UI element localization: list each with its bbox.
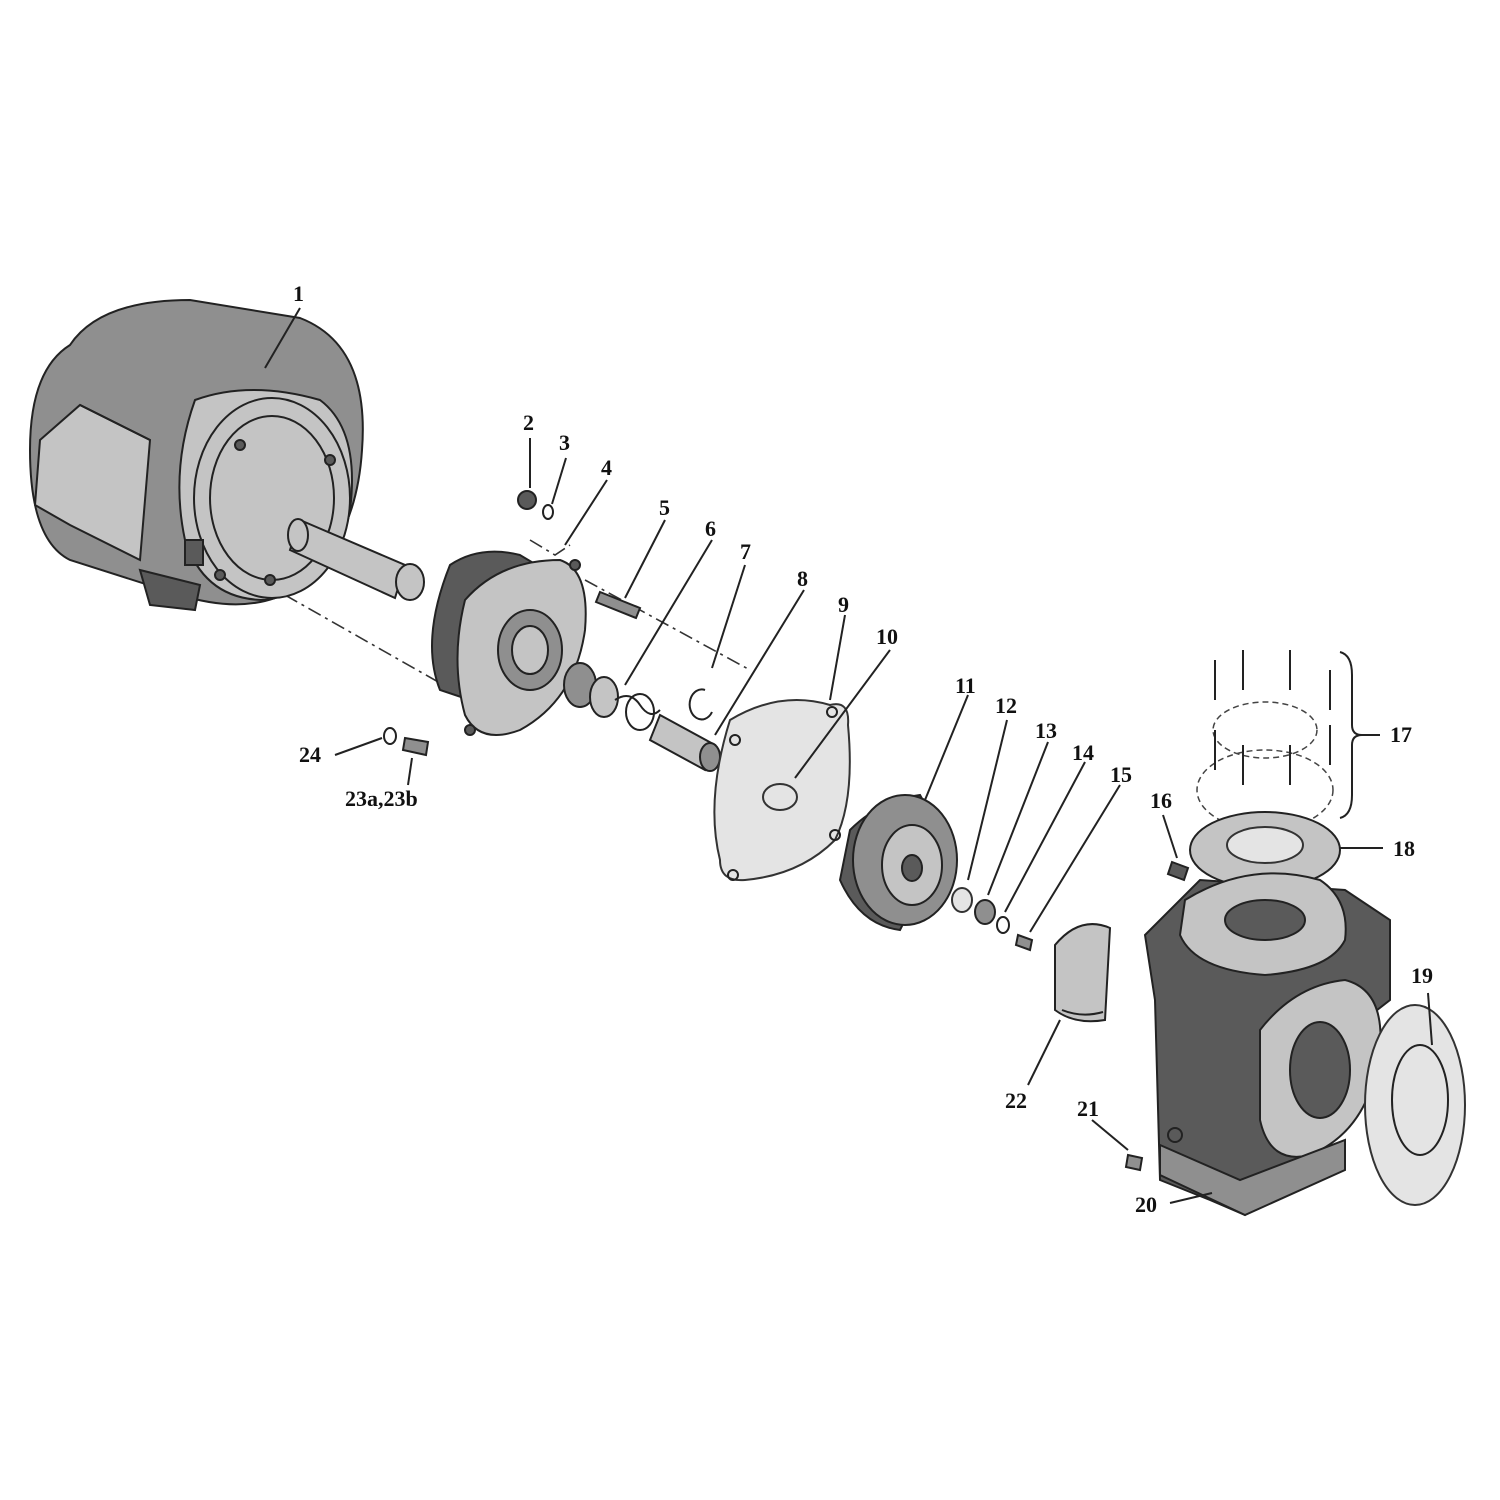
screw-part-23 [401,736,430,757]
assembly-centerline-lower [284,594,471,701]
callout-20: 20 [1135,1192,1157,1217]
callout-22: 22 [1005,1088,1027,1113]
callout-6: 6 [705,516,716,541]
impeller-washer-part-13 [974,899,996,925]
bolt-set [1196,650,1334,831]
callout-2: 2 [523,410,534,435]
wear-ring [1054,923,1112,1023]
impeller-screw-part-15 [1014,933,1034,952]
callout-1: 1 [293,281,304,306]
callout-4: 4 [601,455,612,480]
callout-23a-23b: 23a,23b [345,786,418,811]
callout-8: 8 [797,566,808,591]
callout-13: 13 [1035,718,1057,743]
callout-15: 15 [1110,762,1132,787]
drain-plug-part-16 [1166,860,1190,882]
outlet-gasket-part-19 [1364,1004,1466,1206]
callout-3: 3 [559,430,570,455]
callout-5: 5 [659,495,670,520]
callout-24: 24 [299,742,321,767]
callout-9: 9 [838,592,849,617]
retaining-ring-part-7 [688,688,713,721]
motor [28,298,425,612]
callout-21: 21 [1077,1096,1099,1121]
seal-plate-adapter [431,550,587,736]
callout-17: 17 [1390,722,1412,747]
callout-7: 7 [740,539,751,564]
impeller [838,793,958,932]
callout-12: 12 [995,693,1017,718]
flange-gasket-part-18 [1189,811,1341,889]
stud-part-5 [594,590,642,620]
callout-11: 11 [955,673,976,698]
callout-19: 19 [1411,963,1433,988]
leader-lines [264,307,1433,1204]
washer-part-12 [951,887,973,913]
shaft-sleeve [648,713,721,772]
o-ring-part-10 [762,783,798,811]
pump-body [1143,872,1391,1217]
mechanical-seal [563,662,661,731]
callout-10: 10 [876,624,898,649]
o-ring-part-14 [996,916,1010,934]
callout-18: 18 [1393,836,1415,861]
drain-plug-part-21 [1124,1153,1144,1172]
callout-14: 14 [1072,740,1094,765]
callout-16: 16 [1150,788,1172,813]
washer-part-3 [542,504,554,520]
assembly-centerline-top [529,539,571,556]
washer-part-24 [383,727,397,745]
nut-part-2 [517,490,537,510]
assembly-centerline-upper [584,579,751,671]
